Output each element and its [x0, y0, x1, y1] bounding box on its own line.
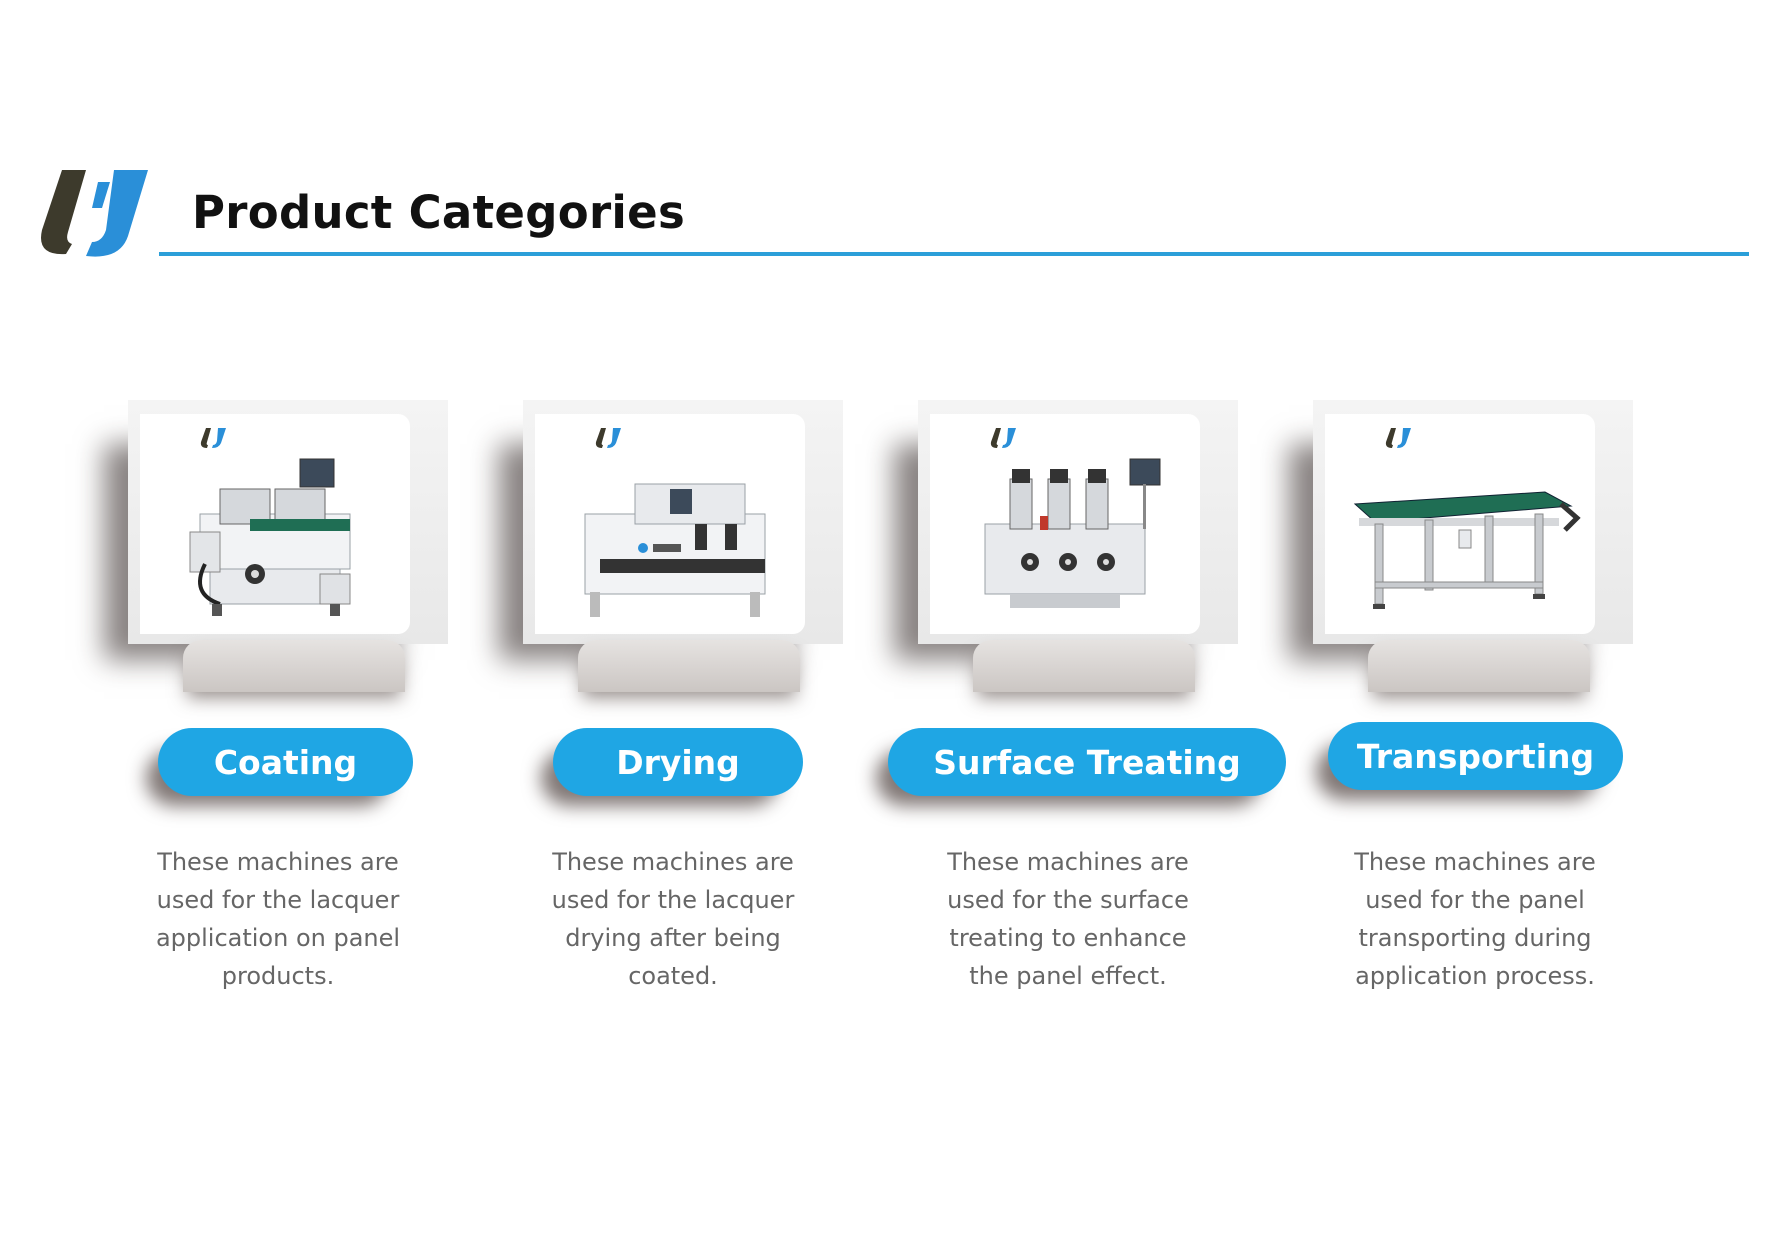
brushing-machine-icon	[984, 458, 1161, 608]
product-photo	[140, 414, 410, 634]
card-tab	[183, 640, 405, 692]
card-tab	[578, 640, 800, 692]
roller-coating-machine-icon	[189, 458, 351, 616]
brand-logo-icon	[200, 428, 226, 448]
category-pill-drying[interactable]: Drying	[553, 728, 803, 796]
category-description: These machines are used for the lacquer …	[155, 848, 401, 990]
category-pill-surface-treating[interactable]: Surface Treating	[888, 728, 1286, 796]
belt-conveyor-icon	[1353, 491, 1581, 609]
category-description: These machines are used for the lacquer …	[551, 848, 795, 990]
brand-logo-icon	[41, 170, 148, 257]
product-frame	[918, 400, 1238, 644]
title-underline	[159, 252, 1749, 256]
category-pill-coating[interactable]: Coating	[158, 728, 413, 796]
product-frame	[128, 400, 448, 644]
category-pill-transporting[interactable]: Transporting	[1328, 722, 1623, 790]
product-photo	[535, 414, 805, 634]
product-frame	[1313, 400, 1633, 644]
product-photo	[930, 414, 1200, 634]
product-card-coating: Coating These machines are used for the …	[128, 400, 538, 1020]
product-card-drying: Drying These machines are used for the l…	[523, 400, 933, 1020]
brand-logo-icon	[1385, 428, 1411, 448]
product-frame	[523, 400, 843, 644]
category-description: These machines are used for the surface …	[947, 848, 1189, 990]
page-title: Product Categories	[192, 186, 686, 239]
brand-logo-icon	[990, 428, 1016, 448]
card-tab	[973, 640, 1195, 692]
card-tab	[1368, 640, 1590, 692]
category-description: These machines are used for the panel tr…	[1354, 848, 1596, 990]
product-photo	[1325, 414, 1595, 634]
brand-logo-icon	[595, 428, 621, 448]
product-card-transporting: Transporting These machines are used for…	[1313, 400, 1723, 1020]
product-card-surface-treating: Surface Treating These machines are used…	[888, 400, 1328, 1020]
uv-drying-machine-icon	[584, 483, 766, 617]
